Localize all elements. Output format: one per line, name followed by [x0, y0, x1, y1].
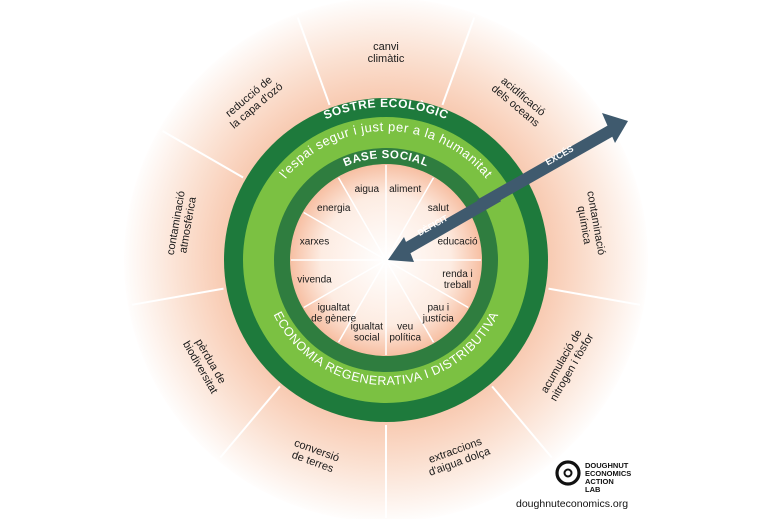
- shortfall-item-line: salut: [428, 203, 449, 214]
- shortfall-divider: [337, 177, 386, 258]
- overshoot-divider: [162, 130, 244, 179]
- shortfall-item: vivenda: [297, 275, 332, 286]
- shortfall-item-line: energia: [317, 203, 351, 214]
- shortfall-item: aliment: [389, 184, 421, 195]
- shortfall-item-line: pau i: [427, 302, 449, 313]
- shortfall-item-line: renda i: [442, 269, 473, 280]
- logo-line-3: ACTION: [585, 477, 614, 486]
- shortfall-item: energia: [317, 203, 351, 214]
- logo-url: doughnuteconomics.org: [516, 498, 628, 510]
- doughnut-logo-icon: [555, 460, 581, 486]
- overshoot-divider: [548, 287, 641, 306]
- shortfall-divider: [386, 177, 435, 258]
- shortfall-item-line: igualtat: [351, 322, 383, 333]
- overshoot-divider: [296, 17, 331, 106]
- shortfall-item-line: igualtat: [318, 302, 350, 313]
- overshoot-divider: [491, 385, 553, 459]
- logo-line-2: ECONOMICS: [585, 469, 631, 478]
- shortfall-item-line: aigua: [355, 184, 380, 195]
- shortfall-item-line: vivenda: [297, 275, 332, 286]
- shortfall-item-line: social: [354, 333, 380, 344]
- overshoot-arrow: EXCÉS: [477, 113, 628, 211]
- overshoot-divider: [441, 17, 476, 106]
- shortfall-divider: [388, 260, 469, 309]
- logo-line-4: LAB: [585, 485, 601, 494]
- overshoot-item-line: climàtic: [368, 53, 405, 65]
- shortfall-divider: [337, 262, 386, 343]
- shortfall-divider: [386, 262, 435, 343]
- shortfall-item-line: treball: [444, 280, 471, 291]
- shortfall-divider: [303, 211, 384, 260]
- overshoot-divider: [131, 287, 224, 306]
- shortfall-item-line: xarxes: [300, 236, 329, 247]
- shortfall-item-line: de gènere: [311, 313, 356, 324]
- shortfall-divider: [303, 260, 384, 309]
- shortfall-zone: [290, 164, 482, 356]
- shortfall-item: xarxes: [300, 236, 329, 247]
- shortfall-item-line: veu: [397, 322, 413, 333]
- shortfall-item: salut: [428, 203, 449, 214]
- shortfall-item: aigua: [355, 184, 380, 195]
- logo-line-1: DOUGHNUT: [585, 461, 629, 470]
- shortfall-item-line: aliment: [389, 184, 421, 195]
- overshoot-divider: [219, 385, 281, 459]
- shortfall-item-line: educació: [437, 236, 477, 247]
- overshoot-item-line: canvi: [373, 41, 399, 53]
- shortfall-item-line: política: [389, 333, 421, 344]
- shortfall-item: educació: [437, 236, 477, 247]
- shortfall-item-line: justícia: [422, 313, 455, 324]
- doughnut-economics-logo: DOUGHNUT ECONOMICS ACTION LAB doughnutec…: [516, 460, 631, 510]
